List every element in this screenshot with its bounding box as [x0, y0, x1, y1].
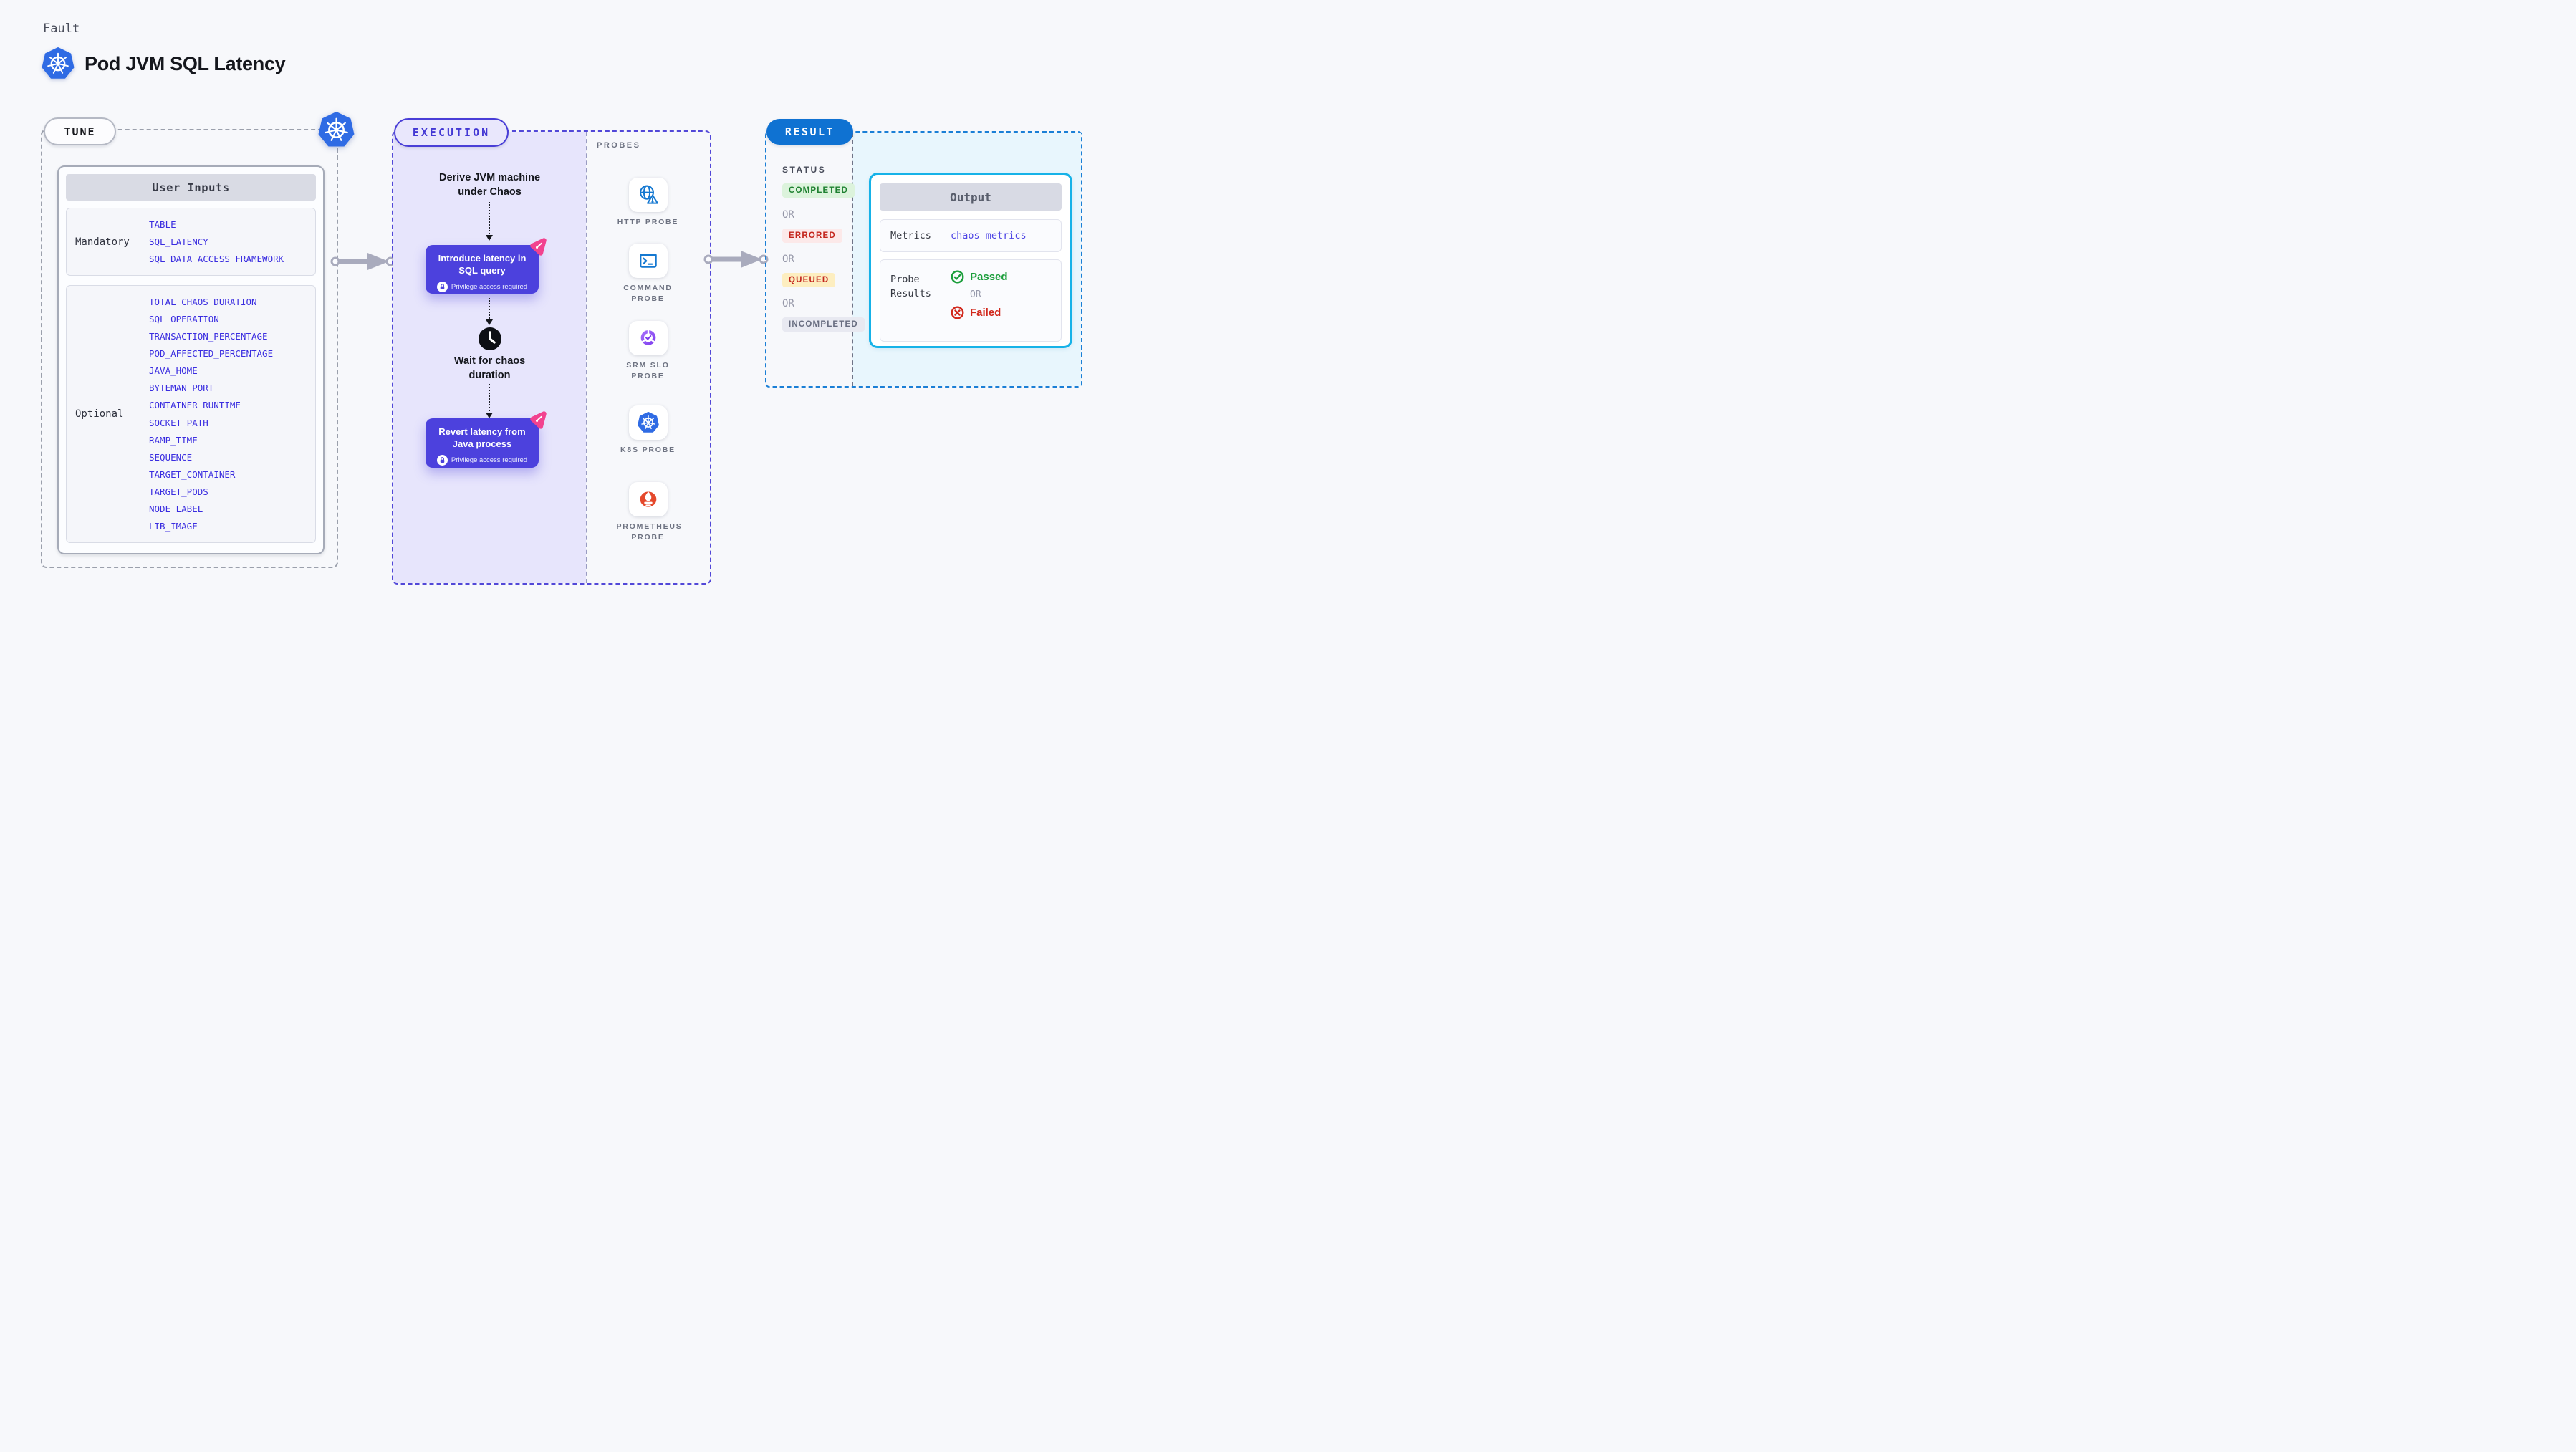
param-value[interactable]: SQL_LATENCY — [149, 236, 208, 247]
param-value[interactable]: TARGET_PODS — [149, 486, 208, 497]
probe-item-prometheus[interactable]: PROMETHEUS PROBE — [586, 482, 710, 543]
probe-label: COMMAND PROBE — [623, 284, 673, 304]
privilege-text: Privilege access required — [451, 282, 528, 291]
diagram-canvas: Fault Pod JVM SQL Latency TUNE — [0, 0, 1118, 630]
param-value[interactable]: JAVA_HOME — [149, 365, 198, 377]
metrics-value[interactable]: chaos metrics — [951, 230, 1027, 241]
param-value[interactable]: TABLE — [149, 219, 176, 230]
or-label: OR — [782, 209, 794, 221]
passed-label: Passed — [970, 271, 1008, 283]
status-badge-incompleted: INCOMPLETED — [782, 317, 865, 332]
tune-section: TUNE User Inputs Mandatory TABLE SQL_LAT… — [41, 112, 355, 568]
probe-item-srm-slo[interactable]: SRM SLO PROBE — [586, 321, 710, 382]
param-value[interactable]: SQL_OPERATION — [149, 314, 219, 325]
kubernetes-icon — [42, 47, 75, 79]
probe-label: SRM SLO PROBE — [626, 361, 670, 381]
metrics-label: Metrics — [890, 230, 931, 241]
param-value[interactable]: RAMP_TIME — [149, 434, 198, 446]
down-arrow — [485, 384, 493, 418]
chaos-fault-icon — [530, 411, 547, 429]
probe-item-http[interactable]: HTTP PROBE — [586, 178, 710, 228]
http-probe-icon — [628, 178, 668, 212]
failed-x-icon — [951, 306, 964, 319]
derive-step-text: Derive JVM machine under Chaos — [438, 172, 541, 198]
probe-results-row: Probe Results Passed OR — [880, 259, 1062, 342]
passed-check-icon — [951, 270, 964, 284]
execution-probes-divider — [586, 132, 587, 583]
privilege-chip: Privilege access required — [426, 281, 539, 292]
probe-results-label: Probe Results — [890, 274, 931, 300]
probes-panel: PROBES HTTP PROBE — [586, 132, 710, 583]
execution-section: EXECUTION Derive JVM machine under Chaos… — [392, 118, 711, 585]
chaos-fault-icon — [530, 238, 547, 256]
title-row: Pod JVM SQL Latency — [42, 47, 286, 80]
lock-icon — [436, 281, 448, 292]
output-header: Output — [880, 183, 1062, 211]
failed-label: Failed — [970, 307, 1001, 319]
param-value[interactable]: TOTAL_CHAOS_DURATION — [149, 297, 257, 308]
user-inputs-header: User Inputs — [66, 174, 316, 201]
result-divider — [852, 133, 853, 386]
param-value[interactable]: SOCKET_PATH — [149, 417, 208, 428]
probe-item-k8s[interactable]: K8S PROBE — [586, 405, 710, 456]
user-inputs-card: User Inputs Mandatory TABLE SQL_LATENCY … — [57, 165, 325, 554]
kubernetes-icon — [318, 112, 355, 147]
execution-pill[interactable]: EXECUTION — [394, 118, 509, 147]
param-value[interactable]: NODE_LABEL — [149, 503, 203, 514]
status-badge-errored: ERRORED — [782, 229, 842, 243]
fault-kicker: Fault — [43, 21, 80, 36]
param-value[interactable]: BYTEMAN_PORT — [149, 383, 214, 394]
mandatory-label: Mandatory — [75, 236, 130, 248]
introduce-latency-card[interactable]: Introduce latency in SQL query Privilege… — [426, 238, 547, 294]
probe-item-command[interactable]: COMMAND PROBE — [586, 244, 710, 304]
optional-values: TOTAL_CHAOS_DURATION SQL_OPERATION TRANS… — [149, 286, 315, 542]
status-badge-completed: COMPLETED — [782, 183, 855, 198]
down-arrow — [485, 298, 493, 325]
or-label: OR — [970, 289, 981, 300]
probe-label: PROMETHEUS PROBE — [616, 522, 683, 542]
or-label: OR — [782, 254, 794, 265]
wait-step-text: Wait for chaos duration — [453, 355, 526, 381]
execution-flow: Derive JVM machine under Chaos Introduce… — [393, 132, 586, 583]
optional-inputs-row: Optional TOTAL_CHAOS_DURATION SQL_OPERAT… — [66, 285, 316, 543]
param-value[interactable]: POD_AFFECTED_PERCENTAGE — [149, 348, 274, 360]
privilege-text: Privilege access required — [451, 456, 528, 464]
down-arrow — [485, 202, 493, 241]
clock-icon — [478, 327, 502, 351]
page-title: Pod JVM SQL Latency — [85, 52, 286, 74]
tune-to-execution-arrow — [330, 253, 395, 270]
probe-label: K8S PROBE — [620, 446, 676, 454]
result-pill[interactable]: RESULT — [766, 119, 853, 145]
param-value[interactable]: SEQUENCE — [149, 451, 193, 463]
param-value[interactable]: TARGET_CONTAINER — [149, 468, 236, 480]
prometheus-probe-icon — [628, 482, 668, 516]
param-value[interactable]: CONTAINER_RUNTIME — [149, 400, 241, 411]
result-section: RESULT STATUS COMPLETED OR ERRORED OR QU… — [765, 119, 1082, 388]
probes-label: PROBES — [597, 141, 641, 150]
lock-icon — [436, 454, 448, 466]
privilege-chip: Privilege access required — [426, 454, 539, 466]
optional-label: Optional — [75, 408, 124, 420]
mandatory-values: TABLE SQL_LATENCY SQL_DATA_ACCESS_FRAMEW… — [149, 208, 315, 275]
tune-pill[interactable]: TUNE — [44, 117, 116, 145]
srm-slo-probe-icon — [628, 321, 668, 355]
k8s-probe-icon — [628, 405, 668, 440]
param-value[interactable]: TRANSACTION_PERCENTAGE — [149, 331, 268, 342]
probe-label: HTTP PROBE — [617, 218, 679, 226]
card-title: Revert latency from Java process — [438, 426, 526, 449]
param-value[interactable]: SQL_DATA_ACCESS_FRAMEWORK — [149, 254, 284, 264]
command-probe-icon — [628, 244, 668, 278]
or-label: OR — [782, 298, 794, 309]
status-label: STATUS — [782, 165, 827, 175]
execution-to-result-arrow — [703, 251, 769, 268]
param-value[interactable]: LIB_IMAGE — [149, 520, 198, 532]
mandatory-inputs-row: Mandatory TABLE SQL_LATENCY SQL_DATA_ACC… — [66, 208, 316, 276]
probe-results-values: Passed OR Failed — [951, 270, 1008, 341]
card-title: Introduce latency in SQL query — [438, 253, 527, 276]
metrics-row: Metrics chaos metrics — [880, 219, 1062, 252]
output-card: Output Metrics chaos metrics Probe Resul… — [869, 173, 1072, 348]
revert-latency-card[interactable]: Revert latency from Java process Privile… — [426, 411, 547, 468]
status-badge-queued: QUEUED — [782, 273, 836, 287]
